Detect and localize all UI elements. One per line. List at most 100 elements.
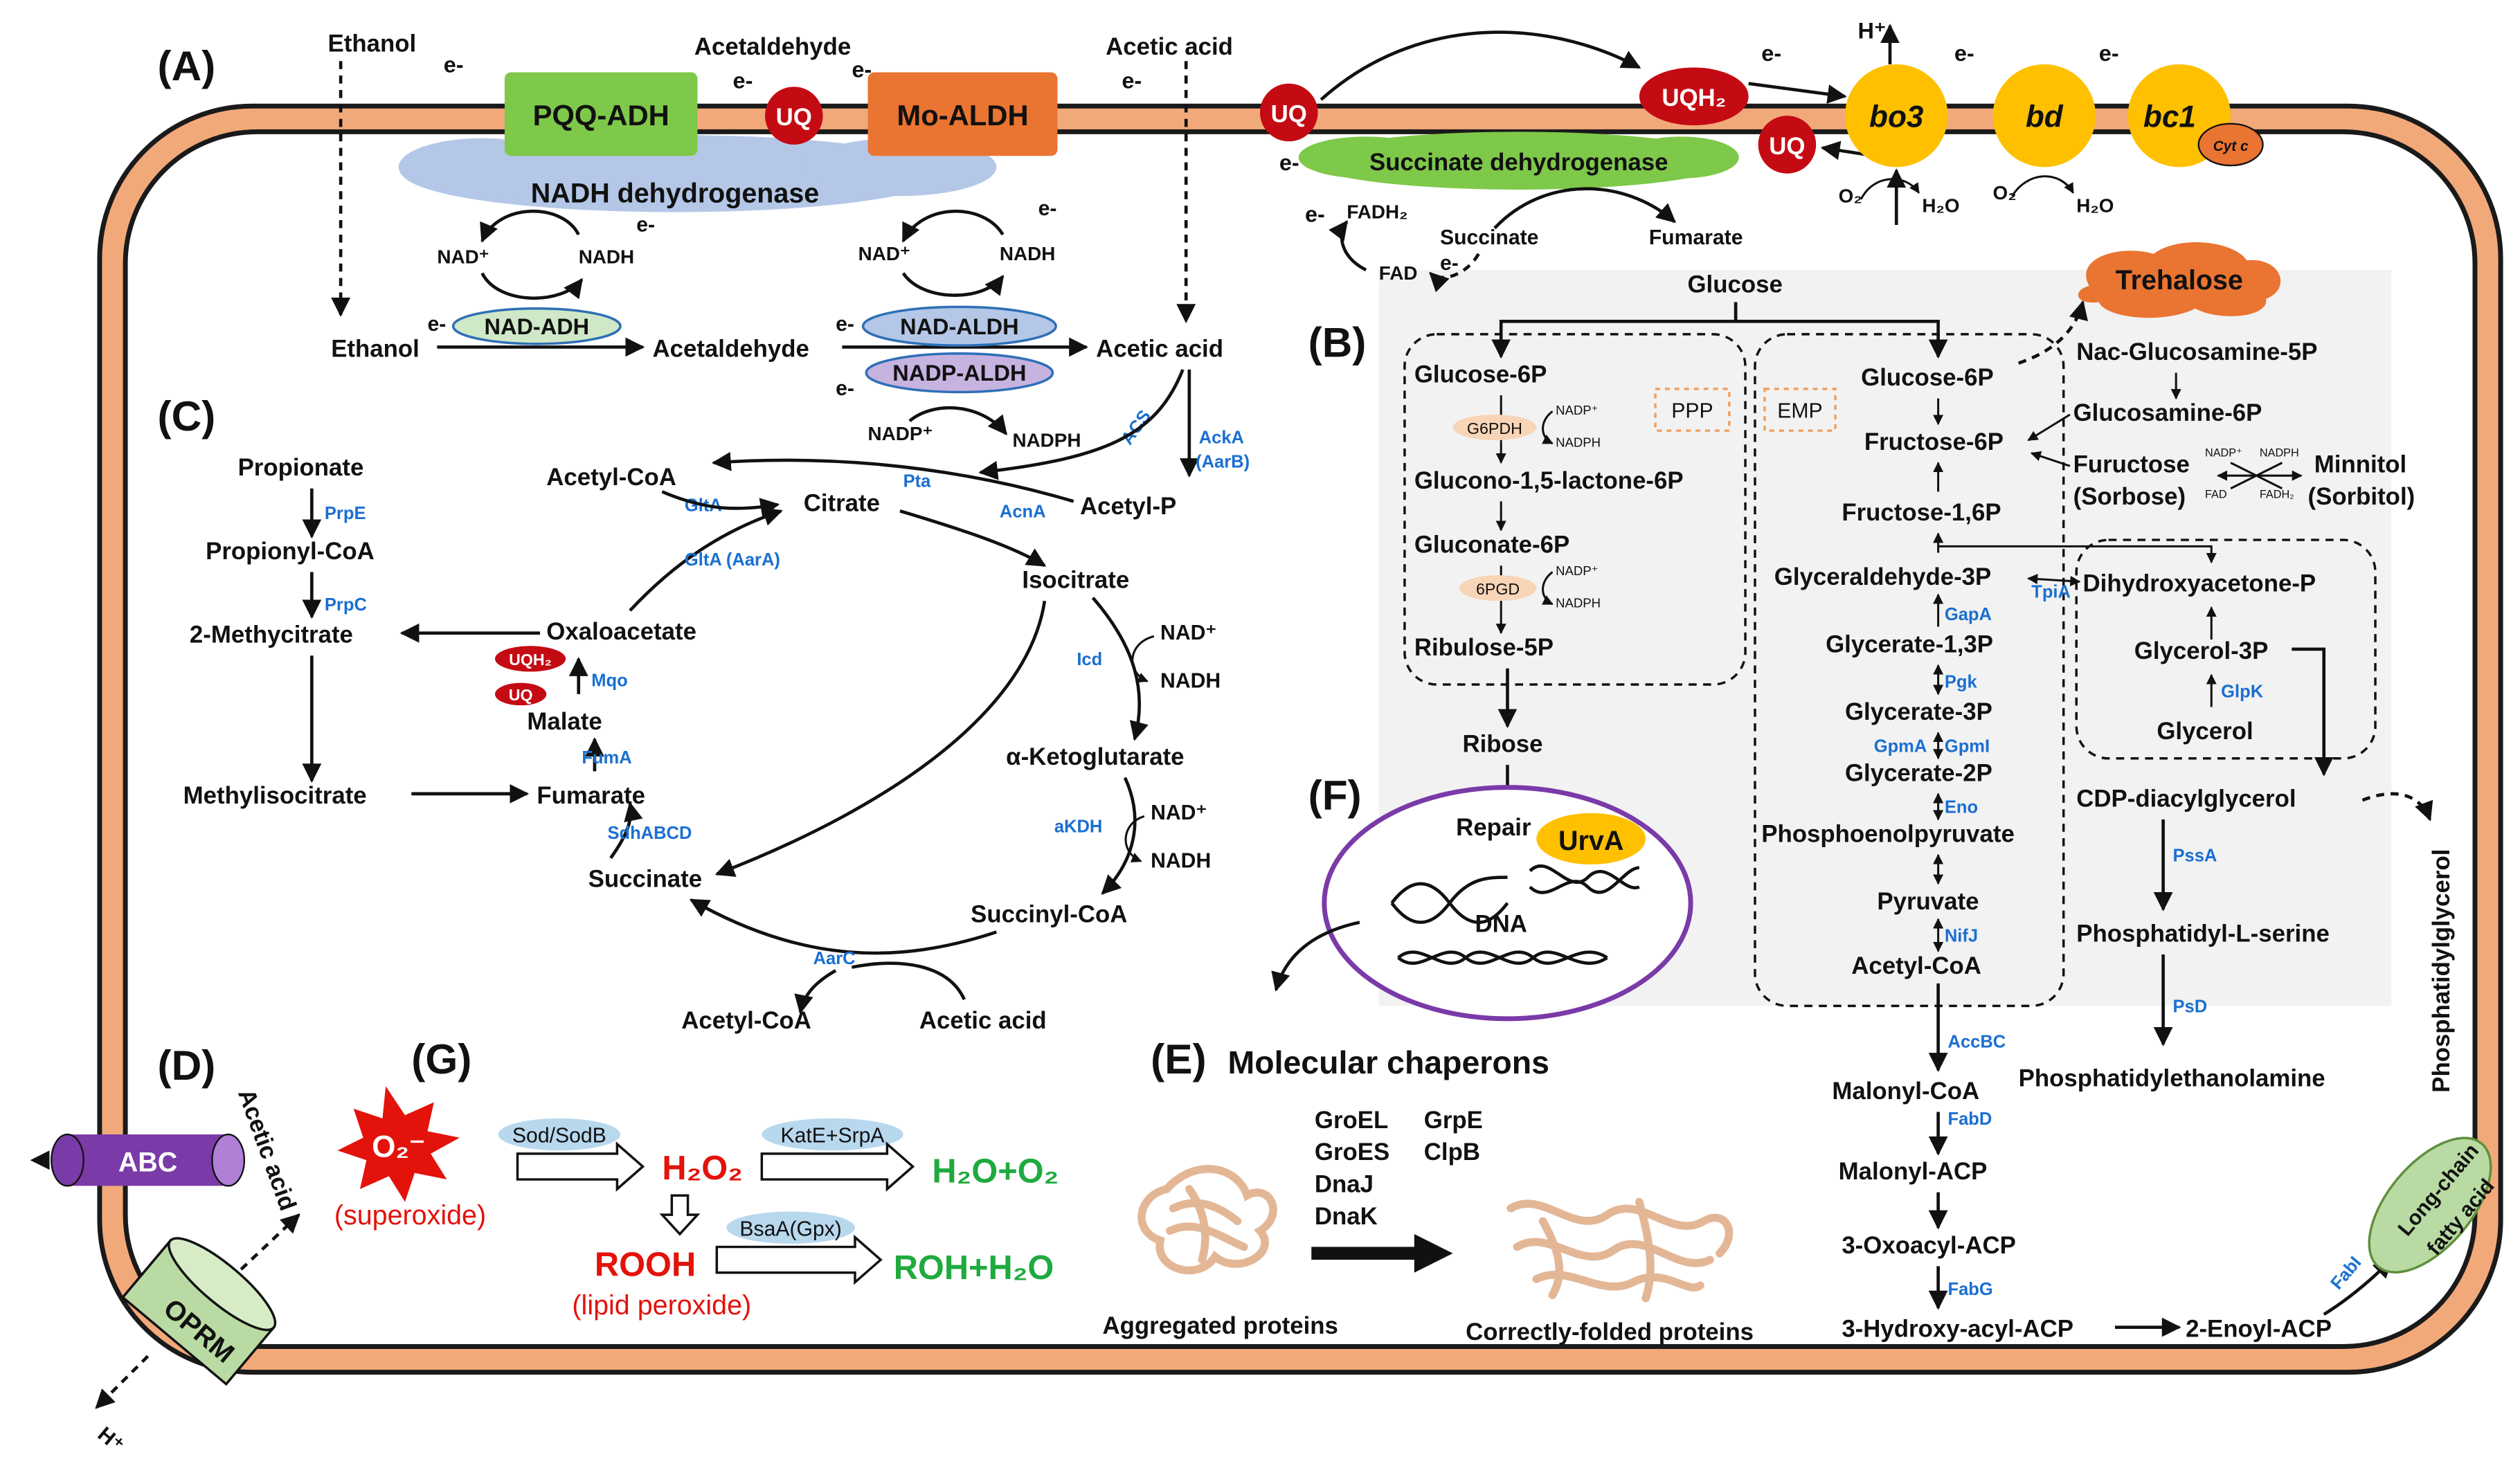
uq-label: UQ: [776, 104, 812, 131]
electron-label: e-: [1305, 201, 1325, 226]
glucose-label: Glucose: [1687, 271, 1782, 298]
trehalose-label: Trehalose: [2116, 265, 2243, 296]
propionate-label: Propionate: [238, 454, 364, 481]
accbc-label: AccBC: [1948, 1033, 2006, 1052]
psd-label: PsD: [2173, 997, 2208, 1017]
fabd-label: FabD: [1948, 1109, 1992, 1129]
electron-label: e-: [836, 377, 854, 400]
kate-label: KatE+SrpA: [780, 1125, 885, 1148]
fad-label: FAD: [1379, 262, 1418, 284]
g2p-label: Glycerate-2P: [1845, 759, 1992, 786]
f6p-label: Fructose-6P: [1864, 428, 2004, 455]
acka-label: AckA: [1199, 428, 1244, 448]
acetyl-p-label: Acetyl-P: [1080, 493, 1176, 520]
dna-label: DNA: [1475, 911, 1527, 938]
fadh2-tiny: FADH₂: [2260, 489, 2294, 501]
groes-label: GroES: [1315, 1139, 1389, 1166]
succinate-dehydrogenase-label: Succinate dehydrogenase: [1369, 149, 1668, 176]
pep-label: Phosphoenolpyruvate: [1761, 821, 2015, 848]
kate-arrow: [760, 1141, 915, 1192]
panel-e: Molecular chaperons GroEL GroES DnaJ Dna…: [1102, 1044, 1753, 1345]
acetyl-coa-b-label: Acetyl-CoA: [1851, 952, 1981, 979]
uqh2-small: [494, 646, 566, 672]
uq-circle: [1259, 83, 1318, 142]
pyruvate-label: Pyruvate: [1877, 888, 1979, 915]
uq-circle: [1758, 116, 1817, 174]
bd-oxidase: [1992, 64, 2096, 167]
mqo-label: Mqo: [591, 671, 627, 690]
nadph-tiny: NADPH: [2260, 446, 2299, 459]
emp-tag: [1763, 388, 1837, 432]
h2o-label: H₂O: [1922, 194, 1959, 216]
cdp-label: CDP-diacylglycerol: [2076, 785, 2296, 812]
urva-label: UrvA: [1558, 826, 1623, 856]
f16p-label: Fructose-1,6P: [1842, 499, 2001, 526]
nad-label: NAD⁺: [1151, 801, 1207, 824]
glpk-label: GlpK: [2221, 682, 2264, 702]
nad-adh: [451, 307, 622, 345]
ribulose-label: Ribulose-5P: [1414, 634, 1554, 661]
gpmi-label: GpmI: [1945, 737, 1990, 756]
cell-membrane: [97, 103, 2503, 1375]
abc-start: [51, 1133, 84, 1187]
abc-end: [211, 1133, 246, 1187]
acetaldehyde-top-label: Acetaldehyde: [694, 33, 851, 60]
ribose-label: Ribose: [1462, 731, 1542, 758]
chaperone-arrow: [1311, 1233, 1453, 1273]
long-chain-fatty-acid: [2368, 1136, 2492, 1274]
gapa-label: GapA: [1945, 605, 1992, 624]
pta-label: Pta: [903, 471, 932, 491]
electron-label: e-: [1279, 150, 1299, 175]
g3p-label: Glycerate-3P: [1845, 698, 1992, 725]
electron-label: e-: [444, 52, 464, 77]
trehalose-cloud: [2078, 242, 2281, 318]
nac-label: Nac-Glucosamine-5P: [2076, 338, 2317, 365]
acetaldehyde-label: Acetaldehyde: [652, 335, 809, 362]
bc1-label: bc1: [2143, 100, 2196, 134]
electron-label: e-: [836, 313, 854, 336]
nad-aldh-label: NAD-ALDH: [900, 314, 1018, 339]
g6p-left-label: Glucose-6P: [1414, 361, 1547, 388]
fumarate-c-label: Fumarate: [537, 782, 645, 809]
nadp-aldh-label: NADP-ALDH: [892, 361, 1026, 386]
sod-pill: [498, 1118, 621, 1151]
prpe-label: PrpE: [325, 504, 366, 523]
uq-circle: [764, 87, 823, 145]
enoyl-label: 2-Enoyl-ACP: [2186, 1316, 2332, 1343]
ethanol-label: Ethanol: [331, 335, 420, 362]
electron-label: e-: [1761, 41, 1781, 66]
oxaloacetate-label: Oxaloacetate: [546, 618, 696, 645]
panel-label-g: (G): [411, 1035, 471, 1082]
electron-label: e-: [733, 69, 753, 93]
nadp-label: NADP⁺: [868, 423, 933, 444]
abc-label: ABC: [118, 1147, 177, 1177]
nad-label: NAD⁺: [858, 243, 910, 264]
nadh-label: NADH: [1000, 243, 1055, 264]
g6pdh-label: G6PDH: [1467, 419, 1522, 437]
electron-label: e-: [1038, 197, 1057, 220]
folded-protein-shape: [1506, 1197, 1734, 1303]
down-hollow-arrow: [659, 1194, 701, 1236]
electron-label: e-: [1954, 41, 1974, 66]
prpc-label: PrpC: [325, 595, 367, 615]
bsaa-label: BsaA(Gpx): [739, 1217, 841, 1240]
nad-label: NAD⁺: [1160, 622, 1216, 644]
panel-label-f: (F): [1308, 772, 1362, 819]
malate-label: Malate: [527, 708, 602, 735]
clpb-label: ClpB: [1424, 1139, 1480, 1166]
minnitol-label: Minnitol: [2314, 451, 2406, 478]
electron-label: e-: [636, 213, 655, 236]
g6p-label: Glucose-6P: [1861, 364, 1994, 391]
electron-label: e-: [427, 313, 446, 336]
panel-label-d: (D): [157, 1042, 215, 1089]
gluconate-label: Gluconate-6P: [1414, 532, 1569, 559]
tpia-label: TpiA: [2031, 583, 2071, 602]
cyt-c: [2197, 123, 2264, 167]
eno-label: Eno: [1945, 798, 1978, 817]
oxoacyl-label: 3-Oxoacyl-ACP: [1842, 1232, 2016, 1259]
pg-label: Phosphatidylglycerol: [2428, 849, 2455, 1093]
aarc-label: AarC: [813, 949, 856, 968]
panel-c: Propionate PrpE Propionyl-CoA PrpC 2-Met…: [183, 369, 1250, 1034]
acetic-acid-top-label: Acetic acid: [1106, 33, 1233, 60]
o2-label: O₂: [1839, 185, 1862, 207]
